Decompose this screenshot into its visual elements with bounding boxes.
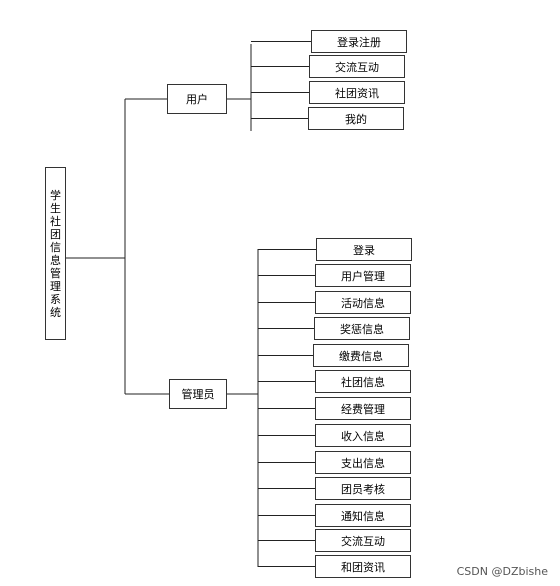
leaf-node: 登录 [316,238,412,261]
root-label-char: 理 [50,279,61,293]
root-label-char: 信 [50,240,61,254]
leaf-node: 登录注册 [311,30,407,53]
root-label-char: 社 [50,214,61,228]
leaf-label: 支出信息 [341,456,385,470]
branch-label: 用户 [186,93,208,106]
leaf-node: 通知信息 [315,504,411,527]
leaf-label: 交流互动 [335,60,379,74]
leaf-node: 支出信息 [315,451,411,474]
leaf-node: 活动信息 [315,291,411,314]
leaf-label: 收入信息 [341,429,385,443]
branch-node-user: 用户 [167,84,227,114]
leaf-label: 社团信息 [341,375,385,389]
leaf-label: 登录 [353,243,375,257]
leaf-label: 登录注册 [337,35,381,49]
watermark: CSDN @DZbishe [456,565,548,578]
leaf-node: 社团资讯 [309,81,405,104]
leaf-label: 团员考核 [341,482,385,496]
leaf-node: 收入信息 [315,424,411,447]
leaf-node: 团员考核 [315,477,411,500]
root-label-char: 息 [50,253,61,267]
leaf-node: 缴费信息 [313,344,409,367]
leaf-node: 社团信息 [315,370,411,393]
leaf-node: 用户管理 [315,264,411,287]
leaf-label: 缴费信息 [339,349,383,363]
root-label-char: 管 [50,266,61,280]
root-label-char: 系 [50,292,61,306]
leaf-label: 活动信息 [341,296,385,310]
leaf-label: 我的 [345,112,367,126]
leaf-node: 经费管理 [315,397,411,420]
leaf-node: 交流互动 [315,529,411,552]
root-label-char: 生 [50,201,61,215]
leaf-node: 和团资讯 [315,555,411,578]
leaf-label: 交流互动 [341,534,385,548]
branch-label: 管理员 [181,388,215,401]
root-node: 学生社团信息管理系统 [45,167,66,340]
leaf-node: 交流互动 [309,55,405,78]
root-label-char: 团 [50,227,61,241]
leaf-label: 经费管理 [341,402,385,416]
leaf-node: 我的 [308,107,404,130]
leaf-label: 奖惩信息 [340,322,384,336]
root-label-char: 学 [50,188,61,202]
leaf-label: 和团资讯 [341,560,385,574]
leaf-label: 用户管理 [341,269,385,283]
leaf-label: 通知信息 [341,509,385,523]
branch-node-admin: 管理员 [169,379,227,409]
leaf-label: 社团资讯 [335,86,379,100]
root-label-char: 统 [50,305,61,319]
leaf-node: 奖惩信息 [314,317,410,340]
